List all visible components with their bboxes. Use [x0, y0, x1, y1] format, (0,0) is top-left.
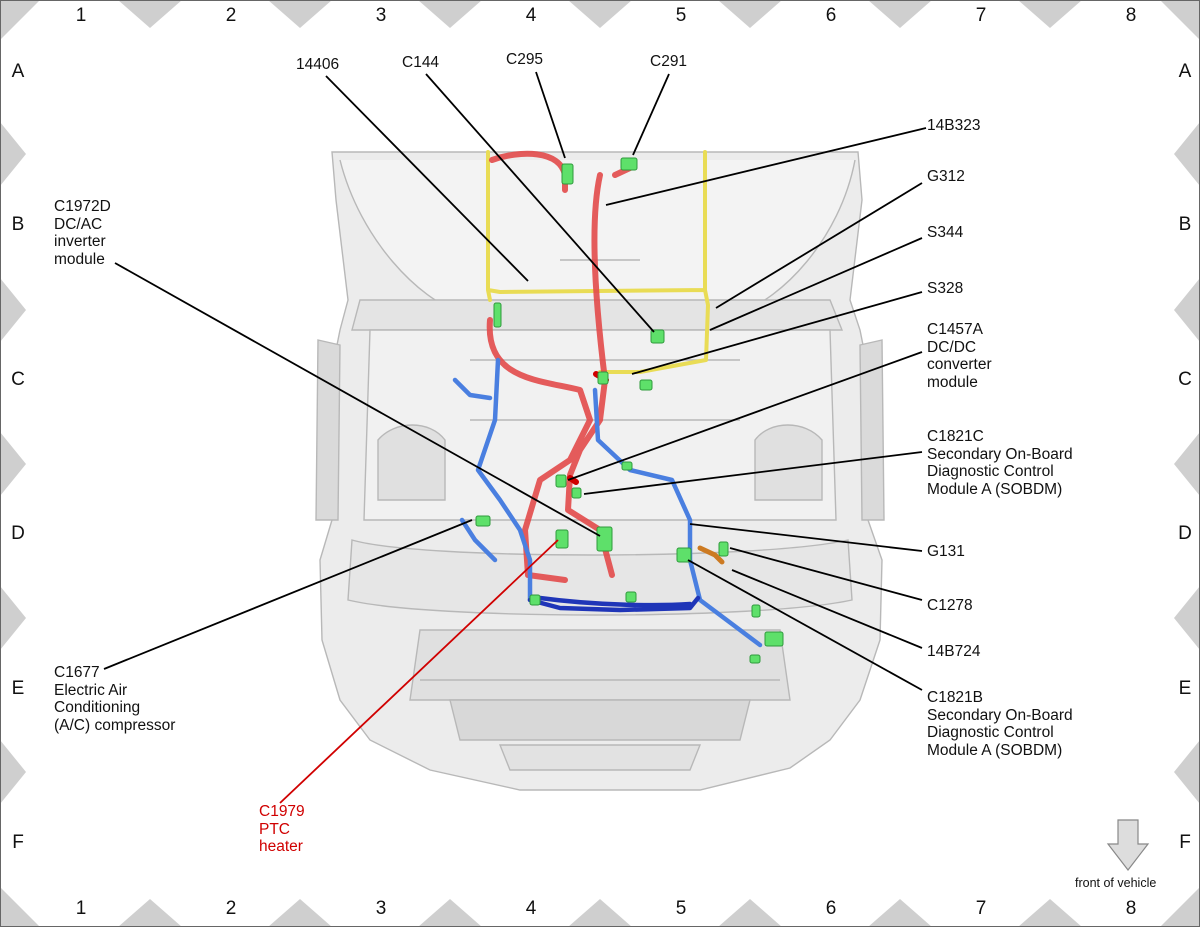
grid-col-top-2: 2 [225, 5, 237, 26]
grid-row-right-b: B [1178, 214, 1192, 235]
leader-s344 [709, 237, 923, 331]
grid-col-bottom-1: 1 [75, 898, 87, 919]
leader-g131 [689, 523, 923, 552]
label-c1457a: C1457A DC/DC converter module [927, 321, 992, 391]
label-14406: 14406 [296, 56, 340, 73]
grid-col-top-5: 5 [675, 5, 687, 26]
connector-s328 [597, 371, 609, 385]
grid-col-top-1: 1 [75, 5, 87, 26]
connector-c1278 [718, 541, 729, 557]
connector-rh-1 [764, 631, 784, 647]
leader-c1979 [279, 539, 559, 804]
grid-row-left-c: C [11, 369, 25, 390]
leader-lines [103, 71, 927, 691]
leader-c1821b [687, 559, 923, 691]
leader-c144 [425, 73, 655, 333]
grid-row-right-a: A [1178, 61, 1192, 82]
leader-14b724 [731, 569, 923, 649]
label-c1677: C1677 Electric Air Conditioning (A/C) co… [54, 664, 176, 734]
connector-c1821c [571, 487, 582, 499]
grid-col-top-7: 7 [975, 5, 987, 26]
label-14b724: 14B724 [927, 643, 981, 660]
connector-c1677 [475, 515, 491, 527]
harness-orange [697, 545, 725, 565]
leader-c295 [535, 71, 566, 159]
connector-c1972d [596, 526, 613, 552]
grid-col-bottom-3: 3 [375, 898, 387, 919]
label-g131: G131 [927, 543, 965, 560]
label-14b323: 14B323 [927, 117, 981, 134]
connector-c1821b [676, 547, 692, 563]
grid-row-right-c: C [1178, 369, 1192, 390]
grid-col-top-6: 6 [825, 5, 837, 26]
grid-col-bottom-7: 7 [975, 898, 987, 919]
label-c291: C291 [650, 53, 688, 70]
grid-row-left-f: F [12, 832, 24, 853]
connector-c1457a [555, 474, 567, 488]
grid-col-top-4: 4 [525, 5, 537, 26]
label-c1979: C1979 PTC heater [259, 803, 305, 855]
grid-row-right-f: F [1179, 832, 1191, 853]
grid-row-right-e: E [1178, 678, 1192, 699]
grid-col-top-8: 8 [1125, 5, 1137, 26]
label-s344: S344 [927, 224, 964, 241]
grid-col-bottom-8: 8 [1125, 898, 1137, 919]
grid-col-bottom-4: 4 [525, 898, 537, 919]
grid-col-bottom-6: 6 [825, 898, 837, 919]
leader-14b323 [605, 127, 927, 206]
grid-col-top-3: 3 [375, 5, 387, 26]
label-c1821b: C1821B Secondary On-Board Diagnostic Con… [927, 689, 1073, 759]
front-of-vehicle-label: front of vehicle [1075, 876, 1157, 890]
vehicle-body [315, 151, 885, 791]
leader-c1677 [103, 519, 473, 670]
label-s328: S328 [927, 280, 964, 297]
grid-row-left-d: D [11, 523, 25, 544]
leader-c291 [632, 73, 670, 156]
connector-c291 [620, 157, 638, 171]
connector-c1979 [555, 529, 569, 549]
label-c144: C144 [402, 54, 440, 71]
label-c1821c: C1821C Secondary On-Board Diagnostic Con… [927, 428, 1073, 498]
grid-row-left-e: E [11, 678, 25, 699]
harness-red [486, 150, 633, 583]
label-g312: G312 [927, 168, 965, 185]
grid-col-bottom-5: 5 [675, 898, 687, 919]
leader-c1457a [567, 351, 923, 481]
connector-c295 [561, 163, 574, 185]
label-c1278: C1278 [927, 597, 973, 614]
front-arrow-icon [1106, 819, 1150, 871]
grid-row-left-b: B [11, 214, 25, 235]
grid-col-bottom-2: 2 [225, 898, 237, 919]
connectors [475, 157, 784, 664]
harness-yellow [486, 150, 710, 374]
leader-c1278 [729, 547, 923, 601]
grid-row-right-d: D [1178, 523, 1192, 544]
leader-14406 [325, 75, 529, 282]
connector-c144 [650, 329, 665, 344]
leader-s328 [631, 291, 923, 375]
leader-g312 [715, 182, 923, 309]
leader-c1821c [583, 451, 923, 495]
harness-blue [452, 357, 763, 648]
grid-row-left-a: A [11, 61, 25, 82]
label-c295: C295 [506, 51, 544, 68]
harness-navy [527, 595, 701, 613]
leader-c1972d [114, 262, 601, 537]
label-c1972d: C1972D DC/AC inverter module [54, 198, 111, 268]
